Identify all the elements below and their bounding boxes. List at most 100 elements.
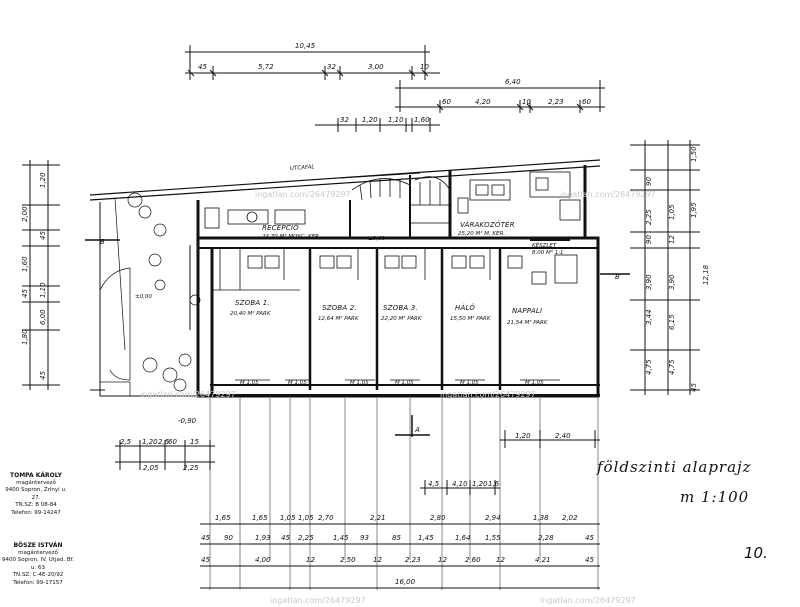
- dim-label: 1,60: [21, 256, 29, 272]
- page-number: 10.: [744, 544, 768, 562]
- watermark: ingatlan.com/26479297: [140, 390, 236, 399]
- dim-label: 60: [442, 98, 451, 106]
- architect-tn: TN.SZ: B 08-84: [15, 502, 57, 509]
- dim-label: 1,05: [668, 204, 676, 220]
- staircase: [351, 176, 451, 224]
- door-dim: M 1,05: [288, 380, 307, 386]
- dim-label: 4,75: [668, 359, 676, 375]
- dim-label: 2,80: [430, 514, 446, 522]
- reception-furniture: [204, 207, 306, 229]
- architect-name: BÖSZE ISTVÁN: [13, 542, 63, 549]
- room-labels: RECEPCIÓ 24,70 M² MOSC. KER. VÁRAKOZÓTÉR…: [230, 220, 564, 326]
- level-mark: ±0,00: [368, 236, 385, 242]
- dim-label: 12: [438, 556, 447, 564]
- dim-label: 2,23: [548, 98, 564, 106]
- dim-label: 2,5: [120, 438, 132, 446]
- left-dimension-labels: 1,20 2,00 45 1,60 1,10 45 6,00 1,80 45: [21, 172, 47, 380]
- dim-label: 85: [392, 534, 401, 542]
- dim-label: 1,95: [690, 202, 698, 218]
- dim-label: 2,60: [465, 556, 481, 564]
- dim-label: 12: [306, 556, 315, 564]
- architect-address: 9400 Sopron, Zrínyi u. 27.: [5, 487, 67, 501]
- door-dim: M 1,05: [240, 380, 259, 386]
- dim-label: 32: [340, 116, 349, 124]
- dim-label: 45: [585, 534, 594, 542]
- architect-name: TOMPA KÁROLY: [10, 472, 62, 479]
- dim-label: -0,90: [178, 417, 197, 425]
- room-name-living: NAPPALI: [512, 307, 542, 315]
- section-mark-a: A: [414, 426, 420, 434]
- dim-label: 2,25: [183, 464, 199, 472]
- drawing-scale: m 1:100: [680, 488, 750, 506]
- room-name-waiting: VÁRAKOZÓTÉR: [460, 220, 515, 229]
- level-labels: ±0,00 ±0,00: [135, 236, 385, 300]
- room-area: 21,54 M² PARK: [507, 319, 548, 326]
- dim-label: 90: [224, 534, 233, 542]
- room-name-room1: SZOBA 1.: [235, 299, 270, 307]
- dim-label: 10: [420, 63, 429, 71]
- dim-label: 3,90: [645, 274, 653, 290]
- right-dimension-chain: [630, 140, 700, 395]
- room-area: 24,70 M² MOSC. KER.: [262, 233, 321, 240]
- dim-label: 6,15: [668, 314, 676, 330]
- dim-label: 45: [201, 534, 210, 542]
- building-walls: [196, 165, 600, 398]
- right-dimension-labels: 1,50 90 2,25 1,05 1,95 90 12 3,90 3,90 1…: [645, 146, 710, 392]
- bottom-dimension-labels: 1,65 1,65 1,05 1,05 2,70 2,21 2,80 2,94 …: [201, 514, 594, 586]
- dim-label: 1,65: [215, 514, 231, 522]
- dim-label: 6,00: [39, 309, 47, 325]
- watermark: ingatlan.com/26479297: [255, 190, 351, 199]
- street-label: UTCAFAL: [290, 164, 315, 172]
- dim-label: 60: [582, 98, 591, 106]
- dim-label: 15: [190, 438, 199, 446]
- dim-label: 45: [690, 383, 698, 392]
- dim-label: 2,00: [21, 206, 29, 222]
- dim-label: 12: [373, 556, 382, 564]
- dim-label: 1,45: [418, 534, 434, 542]
- drawing-title: földszinti alaprajz: [597, 458, 752, 476]
- dim-label: 1,60: [414, 116, 430, 124]
- dim-label: 1,20: [472, 480, 488, 488]
- dim-label: 3,00: [368, 63, 384, 71]
- room-area: 15,50 M² PARK: [450, 315, 491, 322]
- outer-lines: [90, 202, 600, 397]
- top-dimension-labels: 10,45 45 5,72 32 3,00 10 6,40 60 4,20 10…: [198, 42, 591, 124]
- dim-label: 12: [668, 235, 676, 244]
- dim-label: 12: [496, 556, 505, 564]
- dim-label: 2,05: [143, 464, 159, 472]
- dim-label: 2,25: [645, 209, 653, 225]
- architect-phone: Telefon: 99-14247: [11, 509, 61, 516]
- dim-label: 45: [585, 556, 594, 564]
- architect-tn: TN.SZ: C-4E-20/92: [12, 572, 64, 579]
- dim-label: 1,20: [39, 172, 47, 188]
- room-area: 22,20 M² PARK: [381, 315, 422, 322]
- architect-address: 9400 Sopron, IV. Utjad. Bf. u. 63: [2, 557, 74, 571]
- dim-label: 4,10: [452, 480, 468, 488]
- dim-label: 1,93: [255, 534, 271, 542]
- bathrooms: [212, 248, 578, 291]
- dim-label: 5,72: [258, 63, 274, 71]
- dim-label: 2,40: [555, 432, 571, 440]
- garden-trees: [99, 192, 201, 397]
- dim-label: 1,05: [298, 514, 314, 522]
- dim-label: 1,45: [333, 534, 349, 542]
- level-mark: ±0,00: [135, 294, 152, 300]
- dim-label: 1,20: [142, 438, 158, 446]
- architect-stamp-1: TOMPA KÁROLY magántervező 9400 Sopron, Z…: [4, 472, 68, 518]
- watermark: ingatlan.com/26479297: [440, 390, 536, 399]
- dim-label: 12,18: [702, 264, 710, 285]
- dim-label: 4,20: [475, 98, 491, 106]
- room-area: 12,64 M² PARK: [318, 315, 359, 322]
- dim-label: 2,94: [485, 514, 501, 522]
- dim-label: 4,00: [255, 556, 271, 564]
- watermark: ingatlan.com/26479297: [540, 596, 636, 605]
- bottom-dimension-chains: [200, 523, 600, 589]
- dim-label: 1,80: [21, 329, 29, 345]
- watermark: ingatlan.com/26479297: [560, 190, 656, 199]
- dim-label: 1,65: [252, 514, 268, 522]
- dim-label: 45: [21, 289, 29, 298]
- extension-lines: [209, 398, 599, 590]
- dim-overall-bottom: 16,00: [395, 578, 416, 586]
- architect-stamp-2: BÖSZE ISTVÁN magántervező 9400 Sopron, I…: [2, 542, 74, 588]
- dim-overall-top: 10,45: [295, 42, 316, 50]
